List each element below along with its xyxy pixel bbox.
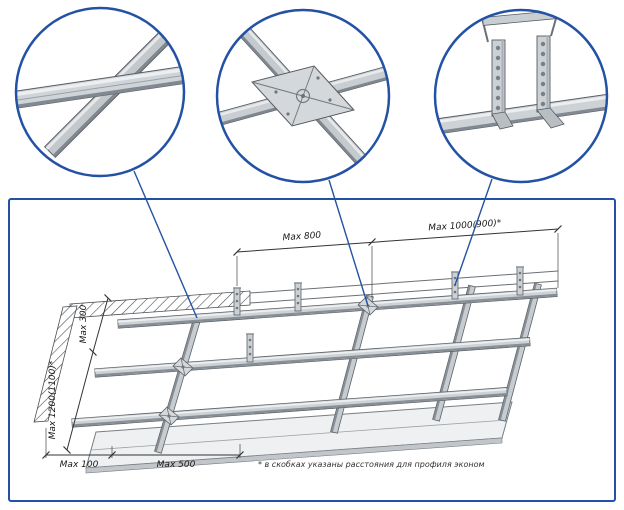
perforated-strap <box>491 39 514 130</box>
hanger-bracket <box>481 10 560 43</box>
crab-plate <box>251 65 355 127</box>
dim-label-edge-distance: Max 100 <box>60 460 99 470</box>
footnote: * в скобках указаны расстояния для профи… <box>258 460 485 469</box>
dim-label-wall-offset: Max 300 <box>79 304 89 343</box>
crab-connector <box>158 406 180 426</box>
dimension-left: Max 300 Max 1200(1100)* <box>48 294 112 454</box>
cross-profile <box>498 282 542 422</box>
direct-hanger <box>246 333 254 363</box>
dim-label-hanger-spacing: Max 800 <box>282 231 322 244</box>
callout-direct-hanger <box>433 8 609 184</box>
main-profile-row <box>71 386 508 428</box>
leader-line-right <box>454 178 493 286</box>
leader-line-left <box>133 170 198 319</box>
hanger-profile-detail <box>438 93 607 134</box>
direct-hanger <box>233 287 241 316</box>
cross-profile <box>330 294 374 434</box>
leader-lines <box>133 170 493 319</box>
main-profile-row <box>94 336 531 378</box>
cross-profile <box>432 284 476 422</box>
direct-hanger <box>516 266 524 296</box>
main-profile-detail <box>16 65 184 109</box>
slab-hatch <box>33 270 559 423</box>
crab-connector <box>172 357 194 377</box>
dim-label-cross-profile-spacing: Max 500 <box>157 460 196 470</box>
callout-cross-connector <box>215 8 391 184</box>
leader-line-center <box>328 179 369 307</box>
isometric-ceiling-drawing: Max 800 Max 1000(900)* Max 300 Max 1200(… <box>33 218 562 474</box>
main-profile-row <box>117 287 558 329</box>
dimension-bottom: Max 100 Max 500 * в скобках указаны расс… <box>42 428 485 470</box>
dim-label-main-profile-spacing: Max 1200(1100)* <box>48 360 58 439</box>
perforated-strap <box>536 35 565 129</box>
callout-profile-crossing <box>14 6 186 178</box>
direct-hanger <box>294 282 302 312</box>
